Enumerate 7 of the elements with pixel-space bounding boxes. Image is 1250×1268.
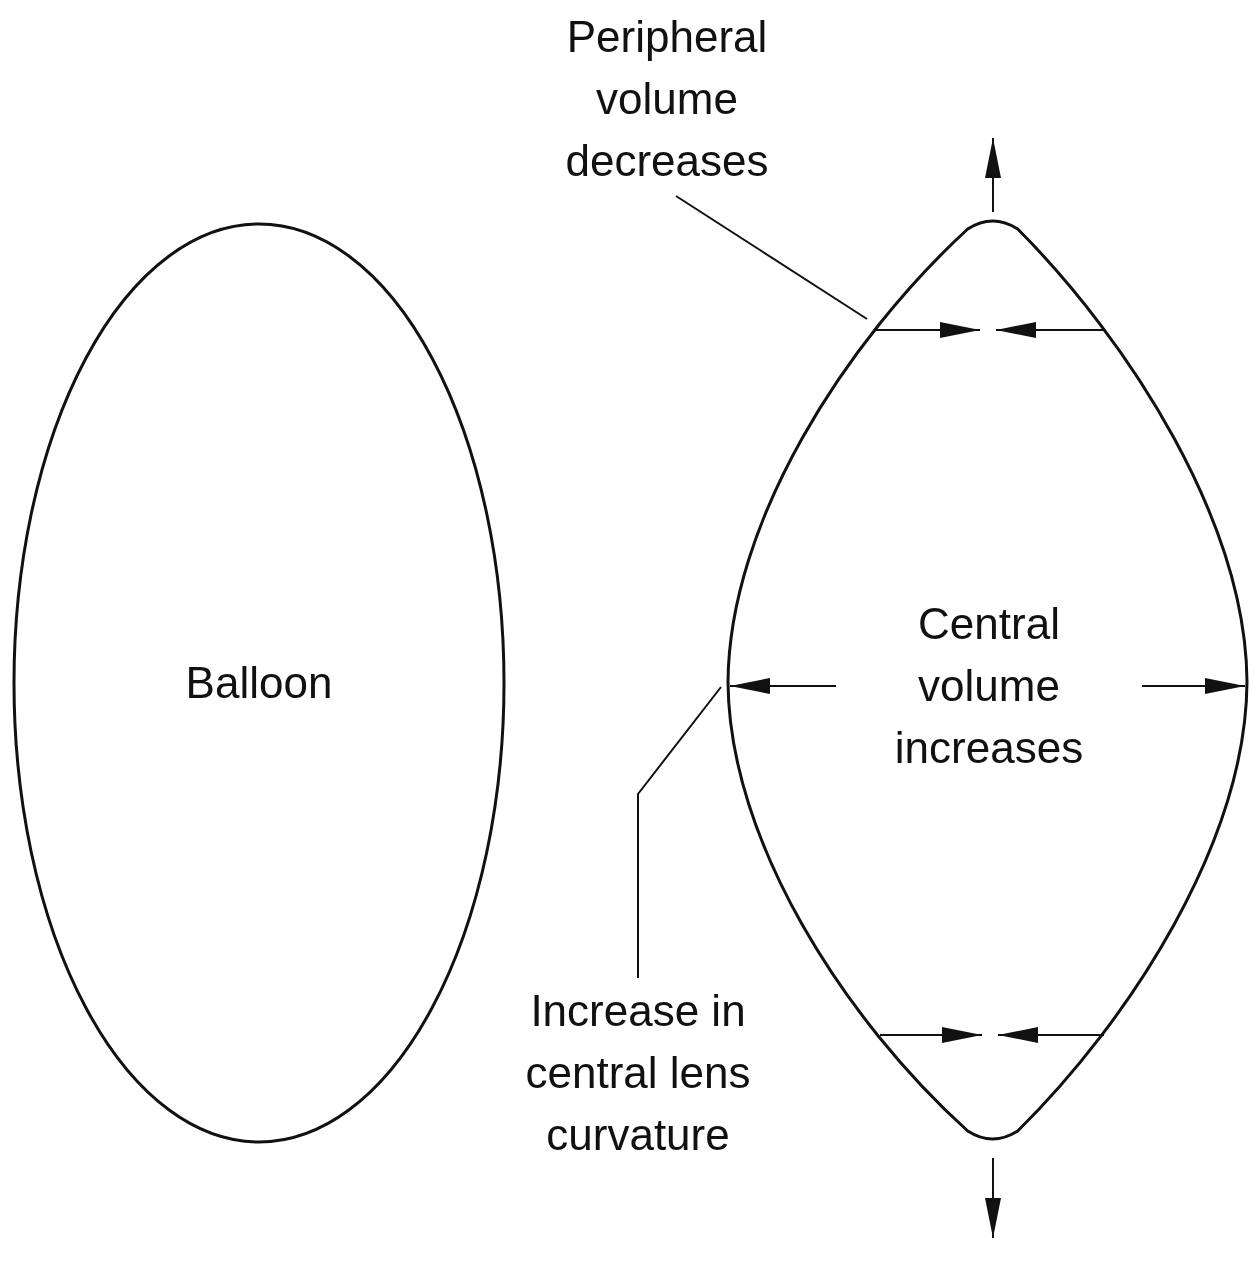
callout-text: Increase in central lens curvature [488,980,788,1166]
callout-text: Peripheral volume decreases [522,6,812,192]
leader-line [675,195,868,320]
leader-line [637,686,722,979]
balloon-ellipse [12,222,506,1144]
node-label: Balloon [184,657,334,709]
node-label: Central volume increases [893,598,1085,774]
